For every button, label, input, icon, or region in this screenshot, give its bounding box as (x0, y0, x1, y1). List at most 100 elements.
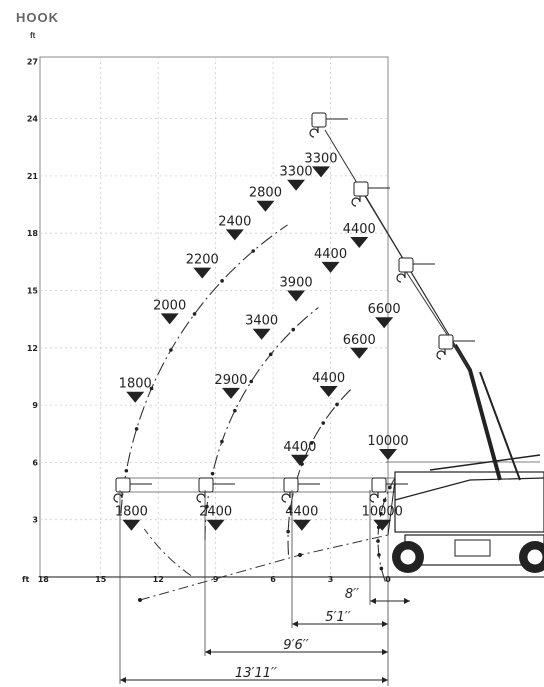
hook-icon (281, 477, 320, 503)
arc-dot (138, 598, 142, 602)
dimension-lines: 8′′5′1′′9′6′′13′11′′ (119, 490, 410, 686)
y-tick-label: 12 (27, 344, 38, 353)
y-tick-label: 27 (27, 57, 38, 66)
arc-dot (192, 312, 197, 316)
x-tick-label: 3 (328, 575, 334, 584)
hook-block (353, 181, 369, 197)
hook-curve (436, 349, 446, 360)
dimension-arrow (382, 649, 388, 655)
arc-dot (169, 348, 173, 352)
load-label: 4400 (312, 371, 345, 386)
arc-dot (249, 379, 253, 384)
x-tick-label: 12 (153, 575, 164, 584)
hook-icon (113, 477, 152, 503)
crane-panel (454, 539, 491, 557)
load-triangle (373, 519, 392, 531)
y-tick-label: 24 (27, 115, 39, 124)
x-tick-label: 9 (213, 575, 219, 584)
hook-block (398, 257, 414, 273)
arc-dot (233, 408, 237, 413)
load-label: 10000 (367, 434, 408, 449)
y-tick-label: 3 (32, 516, 38, 525)
y-tick-label: 9 (32, 401, 38, 410)
load-triangle (311, 166, 330, 178)
hook-icon (369, 477, 408, 503)
arc-dot (205, 504, 209, 509)
hook-icon (396, 257, 435, 283)
arc-dot (288, 506, 293, 511)
arc-dot (388, 485, 392, 490)
load-triangle (379, 449, 397, 461)
load-label: 4400 (283, 440, 316, 455)
load-label: 3400 (245, 314, 278, 329)
load-label: 3300 (304, 151, 337, 166)
dimension-label: 8′′ (345, 587, 359, 602)
dimension-arrow (205, 649, 211, 655)
hook-curve (396, 272, 406, 283)
load-triangle (375, 317, 394, 329)
load-triangle (287, 179, 306, 191)
reach-arcs (120, 224, 398, 602)
load-label: 1800 (115, 505, 148, 520)
load-label: 3900 (280, 276, 313, 291)
x-tick-label: 6 (270, 575, 276, 584)
y-tick-label: 6 (32, 458, 38, 467)
jib-line (404, 269, 471, 371)
dimension-label: 9′6′′ (283, 638, 308, 653)
y-tick-label: 15 (27, 287, 39, 296)
wheel-hub (399, 548, 417, 566)
arc-dot (298, 553, 302, 557)
hook-icon (351, 181, 390, 207)
arc-dot (124, 468, 129, 473)
load-label: 2400 (218, 214, 251, 229)
hook-curve (196, 492, 206, 503)
load-label: 3300 (280, 165, 313, 180)
load-label: 6600 (368, 302, 401, 317)
load-triangle (221, 387, 240, 399)
load-triangle (193, 267, 212, 279)
hook-curve (309, 127, 319, 138)
load-label: 2000 (153, 298, 186, 313)
arc-dot (379, 511, 383, 516)
y-tick-label: 18 (27, 229, 39, 238)
arc-dot (376, 539, 380, 543)
dimension-arrow (120, 677, 126, 683)
boom-arm (453, 343, 502, 481)
hook-curve (351, 196, 361, 207)
load-triangle (206, 519, 225, 531)
x-tick-label: 18 (38, 575, 50, 584)
dimension-label: 5′1′′ (325, 610, 350, 625)
load-triangle (256, 200, 275, 212)
dimension-arrow (370, 598, 376, 604)
load-label: 4400 (285, 505, 318, 520)
arc-dot (335, 402, 339, 407)
load-triangle (160, 313, 179, 325)
y-tick-label: 21 (27, 172, 39, 181)
load-label: 1800 (119, 377, 152, 392)
dimension-arrow (404, 598, 410, 604)
load-label: 2800 (249, 186, 282, 201)
arc-dot (220, 279, 224, 283)
load-label: 6600 (343, 333, 376, 348)
load-triangle (321, 261, 340, 273)
dimension-arrow (382, 621, 388, 627)
load-triangle (122, 519, 141, 531)
hook-block (198, 477, 214, 493)
hook-block (283, 477, 299, 493)
crane-drawing (120, 129, 544, 573)
load-triangle (350, 347, 369, 359)
load-triangle (126, 391, 145, 403)
x-tick-label: 15 (95, 575, 107, 584)
arc-dot (220, 439, 224, 444)
load-triangle (290, 454, 309, 466)
y-unit-label: ft (30, 31, 36, 40)
low-arc (143, 528, 192, 577)
reach-arc-3 (287, 387, 354, 555)
load-label: 2900 (214, 373, 247, 388)
arc-dot (382, 498, 387, 503)
load-triangle (319, 386, 338, 397)
hook-block (115, 477, 131, 493)
load-label: 2200 (186, 253, 219, 268)
